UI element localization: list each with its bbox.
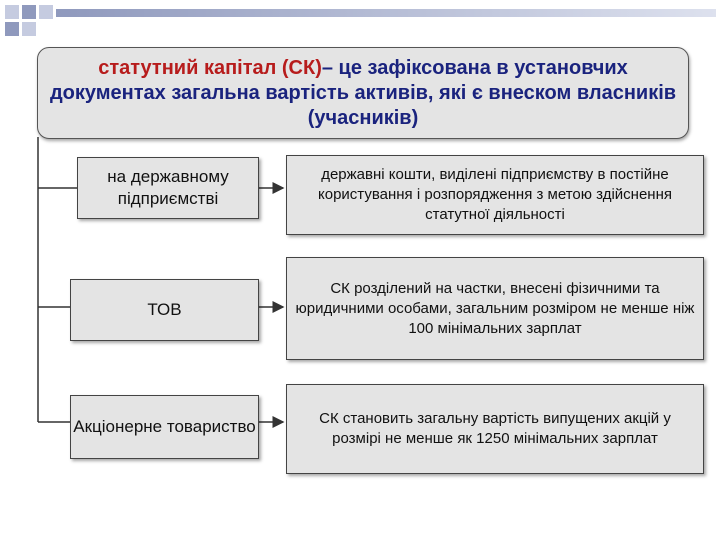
entity-box-llc: ТОВ xyxy=(70,279,259,341)
definition-box: статутний капітал (СК)– це зафіксована в… xyxy=(37,47,689,139)
deco-square xyxy=(22,5,36,19)
entity-box-joint-stock: Акціонерне товариство xyxy=(70,395,259,459)
deco-square xyxy=(22,22,36,36)
entity-label: ТОВ xyxy=(147,300,182,319)
deco-square xyxy=(5,5,19,19)
definition-text: статутний капітал (СК)– це зафіксована в… xyxy=(38,56,688,131)
description-box-joint-stock: СК становить загальну вартість випущених… xyxy=(286,384,704,474)
decorative-header-strip xyxy=(0,0,720,40)
description-text: державні кошти, виділені підприємству в … xyxy=(318,166,672,223)
definition-body: – це зафіксована в установчих документах… xyxy=(49,56,677,129)
entity-label: Акціонерне товариство xyxy=(73,417,256,436)
description-text: СК розділений на частки, внесені фізични… xyxy=(295,279,695,337)
deco-square xyxy=(39,5,53,19)
entity-label: на державному підприємстві xyxy=(107,167,229,208)
deco-square xyxy=(5,22,19,36)
definition-subject: статутний капітал (СК) xyxy=(98,56,322,79)
entity-box-state-enterprise: на державному підприємстві xyxy=(77,157,259,219)
deco-bar xyxy=(56,9,716,17)
description-text: СК становить загальну вартість випущених… xyxy=(319,410,671,447)
description-box-llc: СК розділений на частки, внесені фізични… xyxy=(286,257,704,360)
description-box-state-enterprise: державні кошти, виділені підприємству в … xyxy=(286,155,704,235)
